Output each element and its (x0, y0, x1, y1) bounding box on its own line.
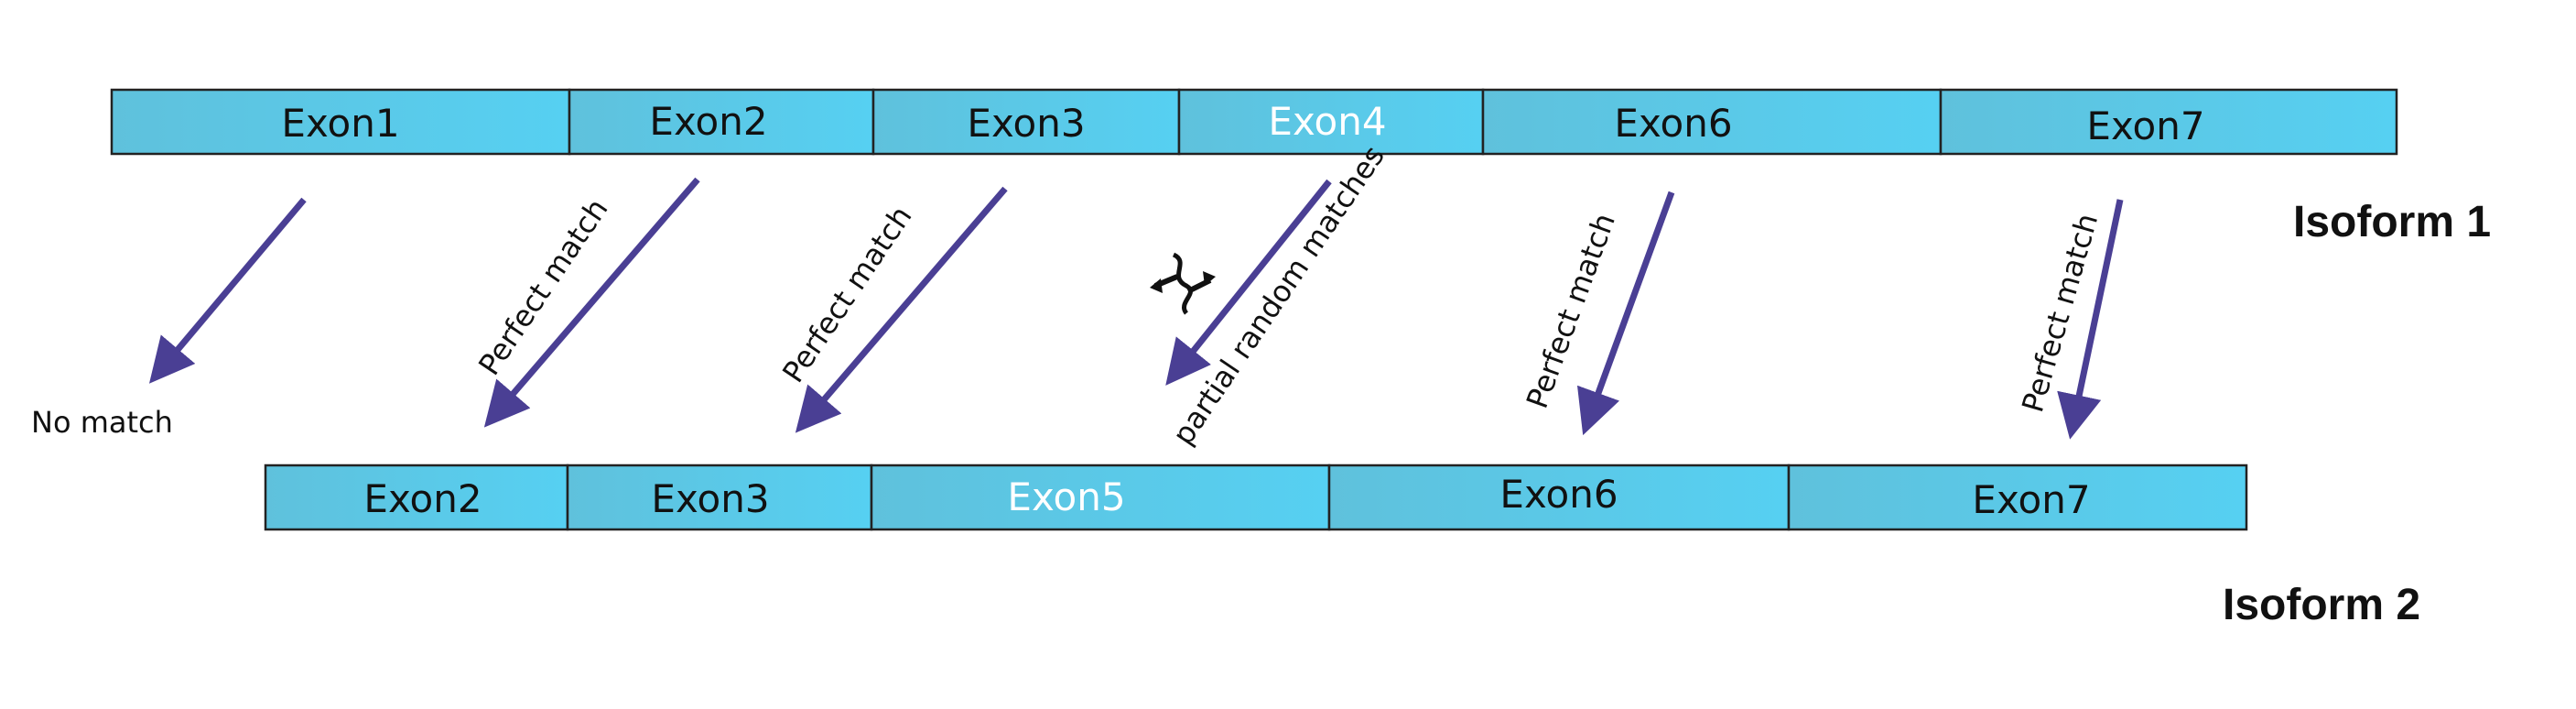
isoform1-exon-3-label: Exon3 (967, 101, 1085, 146)
isoform1-exon-1-label: Exon1 (281, 101, 399, 146)
arrow-exon4-to-exon5 (1165, 179, 1332, 386)
arrow-exon3-to-exon3 (795, 186, 1008, 433)
isoform1-label: Isoform 1 (2293, 198, 2491, 246)
relation-label-3: Perfect match (775, 200, 918, 389)
isoform1-exon-5-box (1481, 88, 1943, 156)
isoform2-exon-5: Exon7 (1787, 464, 2248, 531)
isoform2-exon-2: Exon3 (566, 464, 873, 531)
isoform1-exon-2-label: Exon2 (649, 99, 767, 144)
arrow-exon6-to-exon6 (1576, 191, 1675, 436)
wavy-swap-icon (1150, 252, 1216, 315)
isoform2-exon-3-box (870, 464, 1331, 531)
arrow-exon2-to-exon2 (483, 177, 700, 428)
isoform1-exon-2: Exon2 (568, 88, 875, 156)
isoform2-exon-5-box (1787, 464, 2248, 531)
isoform1-exon-5: Exon6 (1481, 88, 1943, 156)
isoform1-exon-3: Exon3 (871, 88, 1181, 156)
isoform1-exon-6: Exon7 (1939, 88, 2398, 156)
isoform2-exon-2-box (566, 464, 873, 531)
isoform1-exon-3-box (871, 88, 1181, 156)
isoform1-exon-5-label: Exon6 (1614, 101, 1732, 146)
arrow-exon7-to-exon7 (2057, 199, 2124, 440)
relation-label-2: Perfect match (471, 192, 614, 382)
arrow-exon1-no-match (148, 197, 307, 384)
isoform1-exon-1: Exon1 (110, 88, 571, 156)
isoform2-exon-2-label: Exon3 (651, 476, 769, 521)
relation-label-5: Perfect match (1520, 209, 1622, 413)
isoform2-label: Isoform 2 (2223, 581, 2420, 629)
isoform2-exon-3-label: Exon5 (1007, 474, 1125, 519)
isoform1-exon-2-box (568, 88, 875, 156)
isoform1-exon-4: Exon4 (1177, 88, 1485, 156)
isoform1-track: Exon1 Exon2 Exon3 Exon4 Exon6 Exon7 (110, 88, 2398, 156)
isoform1-exon-1-box (110, 88, 571, 156)
isoform2-exon-1-box (264, 464, 569, 531)
isoform2-exon-1-label: Exon2 (363, 476, 482, 521)
mapping-arrows (148, 177, 2124, 440)
isoform2-exon-4-box (1327, 464, 1791, 531)
isoform1-exon-6-box (1939, 88, 2398, 156)
relation-label-4: partial random matches (1165, 139, 1391, 451)
relation-label-1: No match (31, 405, 173, 440)
relation-label-6: Perfect match (2015, 210, 2105, 416)
isoform2-exon-5-label: Exon7 (1972, 477, 2090, 522)
isoform2-exon-1: Exon2 (264, 464, 569, 531)
isoform2-exon-4-label: Exon6 (1499, 472, 1618, 517)
isoform2-track: Exon2 Exon3 Exon5 Exon6 Exon7 (264, 464, 2248, 531)
isoform1-exon-4-label: Exon4 (1268, 99, 1386, 144)
isoform1-exon-6-label: Exon7 (2086, 104, 2204, 148)
isoform2-exon-3: Exon5 (870, 464, 1331, 531)
isoform2-exon-4: Exon6 (1327, 464, 1791, 531)
